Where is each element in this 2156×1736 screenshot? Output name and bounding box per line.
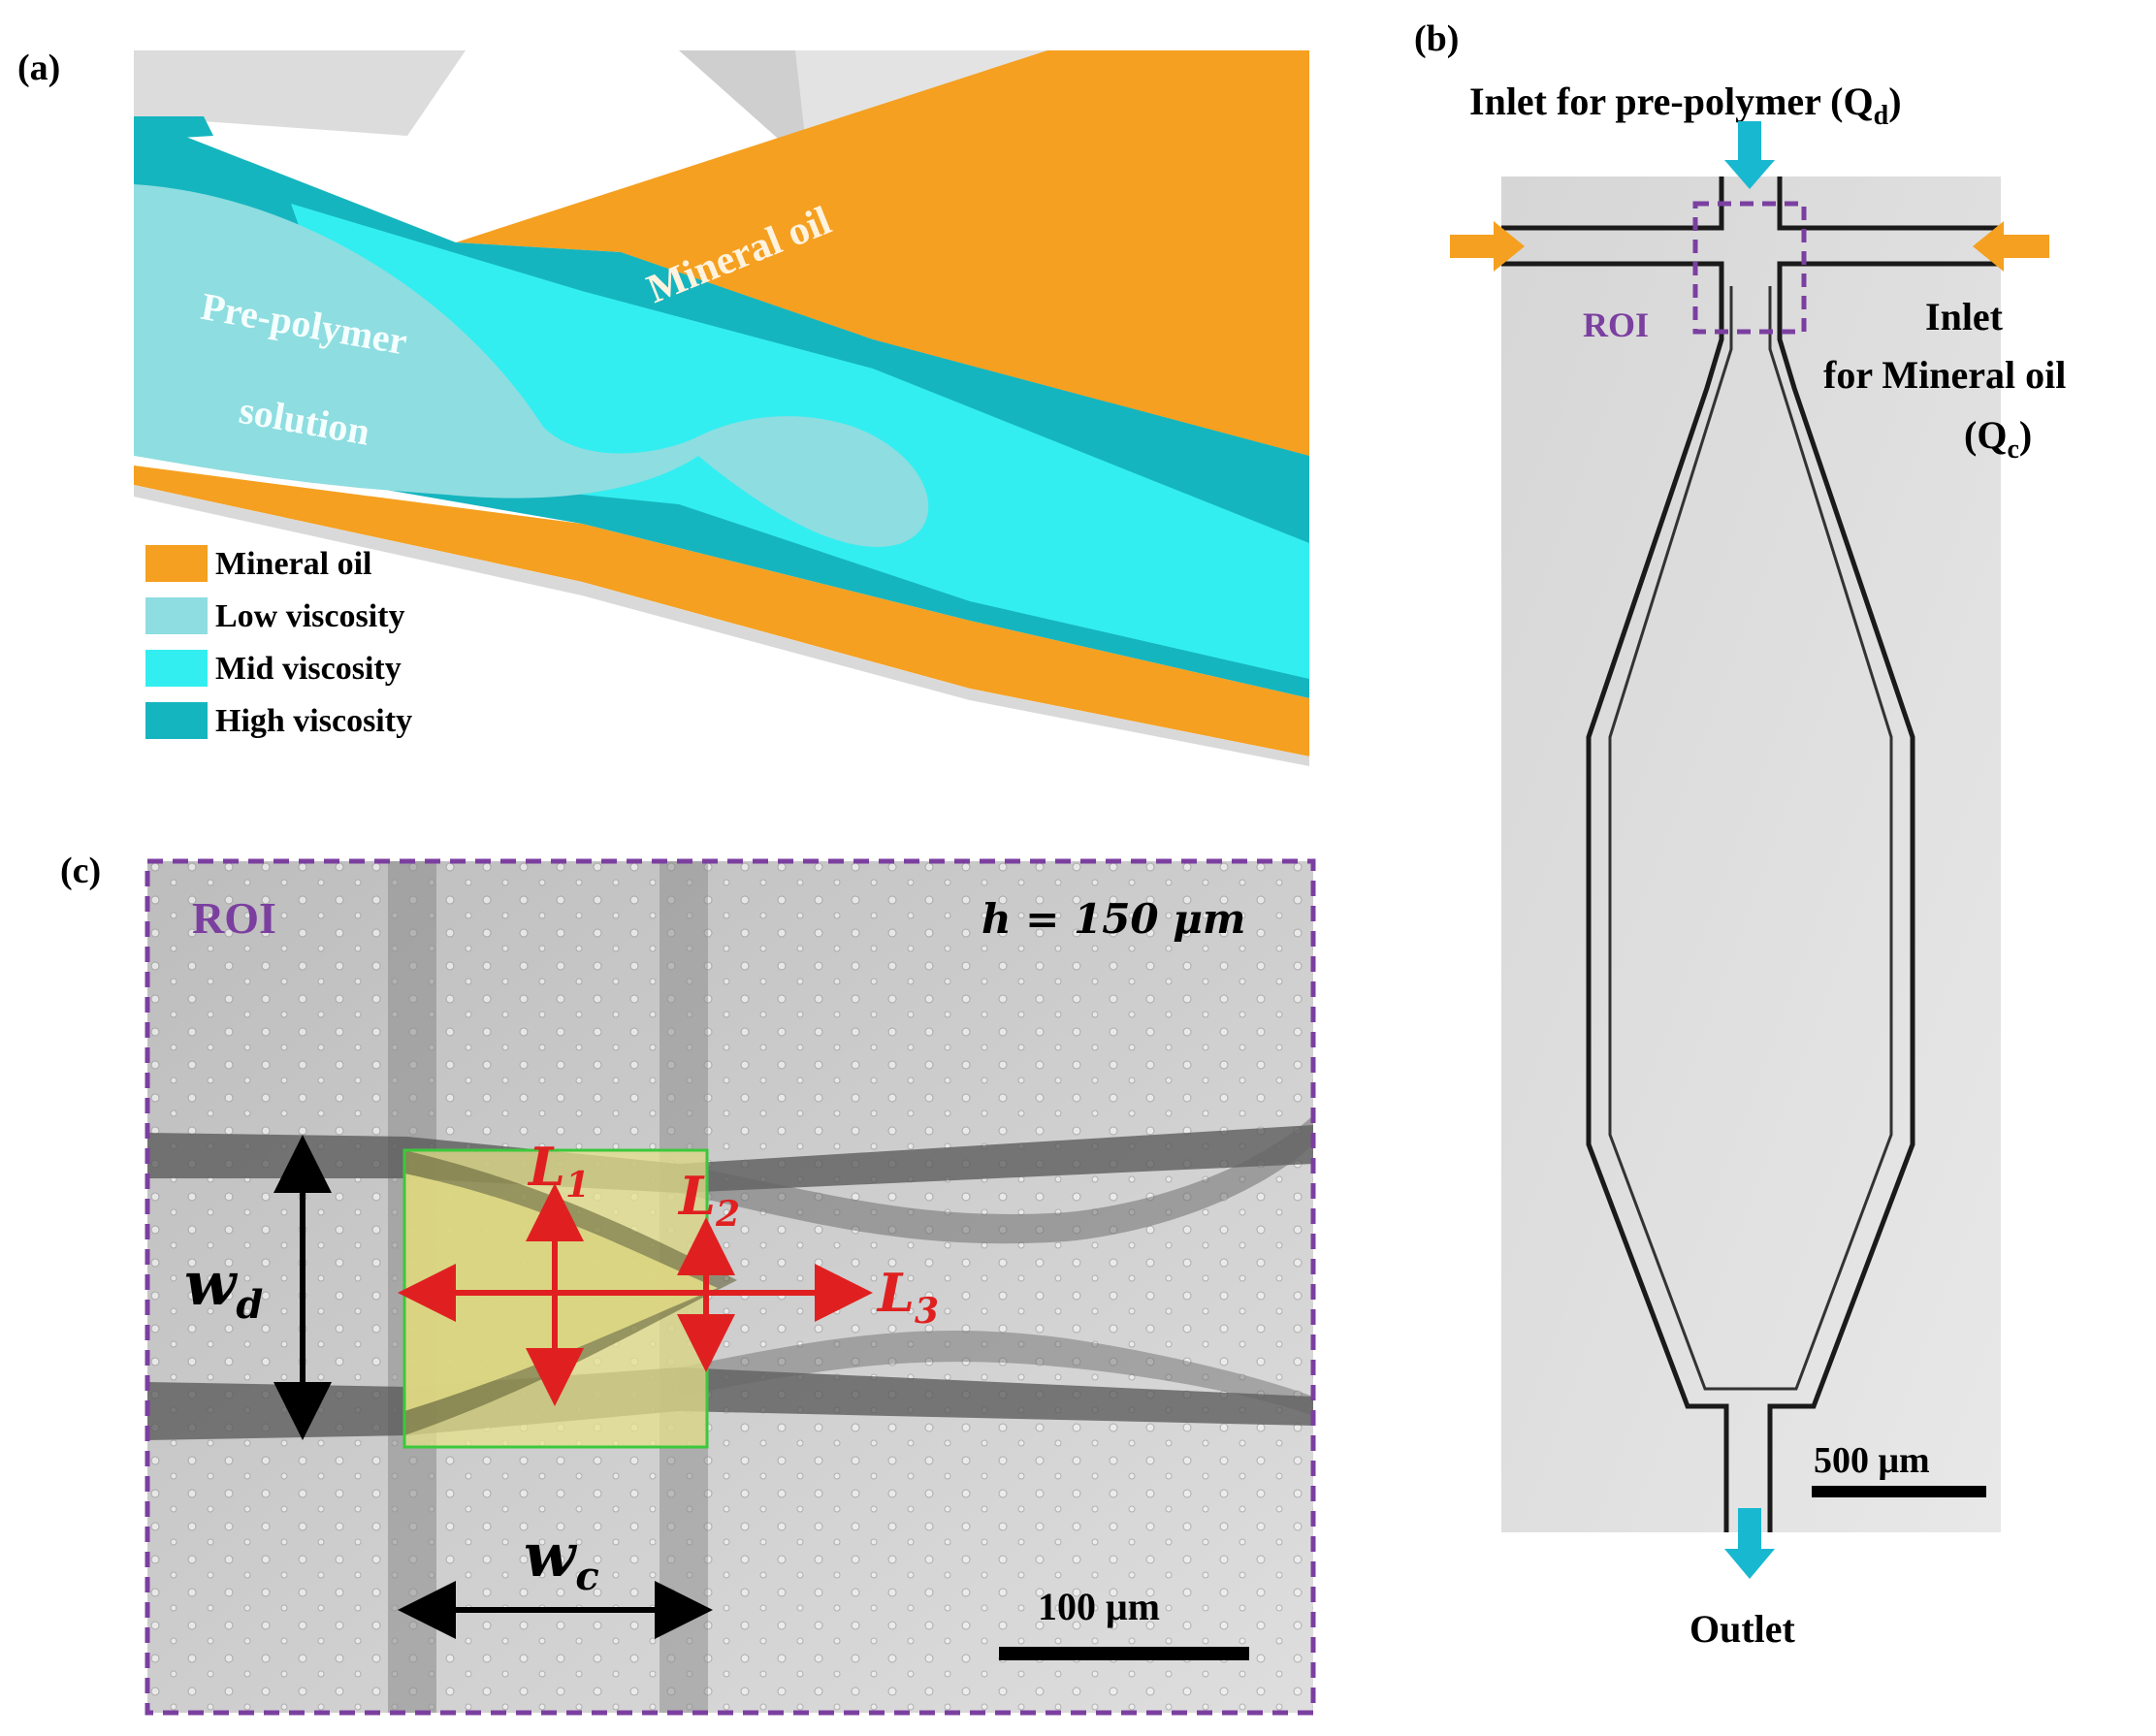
scale-bar-b <box>1812 1486 1986 1497</box>
panel-b-label: (b) <box>1414 18 1459 59</box>
panel-a: (a) Mineral oil Pre-polymer so <box>17 48 1309 786</box>
legend-label-mineral-oil: Mineral oil <box>215 546 371 582</box>
inlet-prepolymer-label: Inlet for pre-polymer (Qd) <box>1469 80 1902 131</box>
outlet-arrow-icon <box>1724 1508 1775 1579</box>
legend-swatch-high <box>145 702 208 739</box>
scale-bar-label-c: 100 μm <box>1038 1585 1160 1628</box>
roi-label-b: ROI <box>1583 305 1649 344</box>
low-viscosity-prepolymer <box>134 184 929 547</box>
mineral-oil-bottom <box>134 466 1309 756</box>
height-label: h = 150 μm <box>981 895 1245 943</box>
outlet-label: Outlet <box>1689 1607 1796 1651</box>
roi-box <box>1692 201 1807 335</box>
roi-frame <box>145 858 1316 1716</box>
legend-label-low: Low viscosity <box>215 598 405 634</box>
panel-c-label: (c) <box>60 851 101 891</box>
legend-swatch-mid <box>145 650 208 687</box>
inlet-arrow-left-icon <box>1450 221 1525 272</box>
L1-label: L1 <box>527 1136 590 1206</box>
device-micrograph <box>1501 177 2001 1532</box>
legend-swatch-low <box>145 597 208 634</box>
inlet-oil-line3: (Qc) <box>1964 413 2032 465</box>
roi-label-c: ROI <box>192 893 276 943</box>
wd-label: wd <box>184 1248 263 1328</box>
inlet-oil-line2: for Mineral oil <box>1823 353 2066 397</box>
wc-label: wc <box>524 1520 599 1599</box>
scale-bar-label-b: 500 μm <box>1814 1440 1930 1481</box>
mineral-oil-top <box>456 50 1309 456</box>
panel-a-label: (a) <box>17 48 60 88</box>
legend-swatch-mineral-oil <box>145 545 208 582</box>
L2-label: L2 <box>677 1165 740 1235</box>
panel-c: (c) ROI h = 150 μm wd wc <box>60 851 1316 1716</box>
panel-a-illustration: Mineral oil Pre-polymer solution <box>134 50 1309 786</box>
panel-b: (b) Inlet for pre-polymer (Qd) ROI <box>1414 18 2066 1651</box>
L3-label: L3 <box>876 1262 939 1332</box>
microchannel-outline <box>1501 177 2001 1532</box>
scale-bar-c <box>999 1647 1249 1660</box>
legend-label-mid: Mid viscosity <box>215 651 402 687</box>
legend: Mineral oil Low viscosity Mid viscosity … <box>145 545 412 739</box>
legend-label-high: High viscosity <box>215 703 412 739</box>
inlet-oil-line1: Inlet <box>1925 295 2004 338</box>
inlet-arrow-top-icon <box>1724 121 1775 189</box>
inlet-arrow-right-icon <box>1973 221 2049 272</box>
